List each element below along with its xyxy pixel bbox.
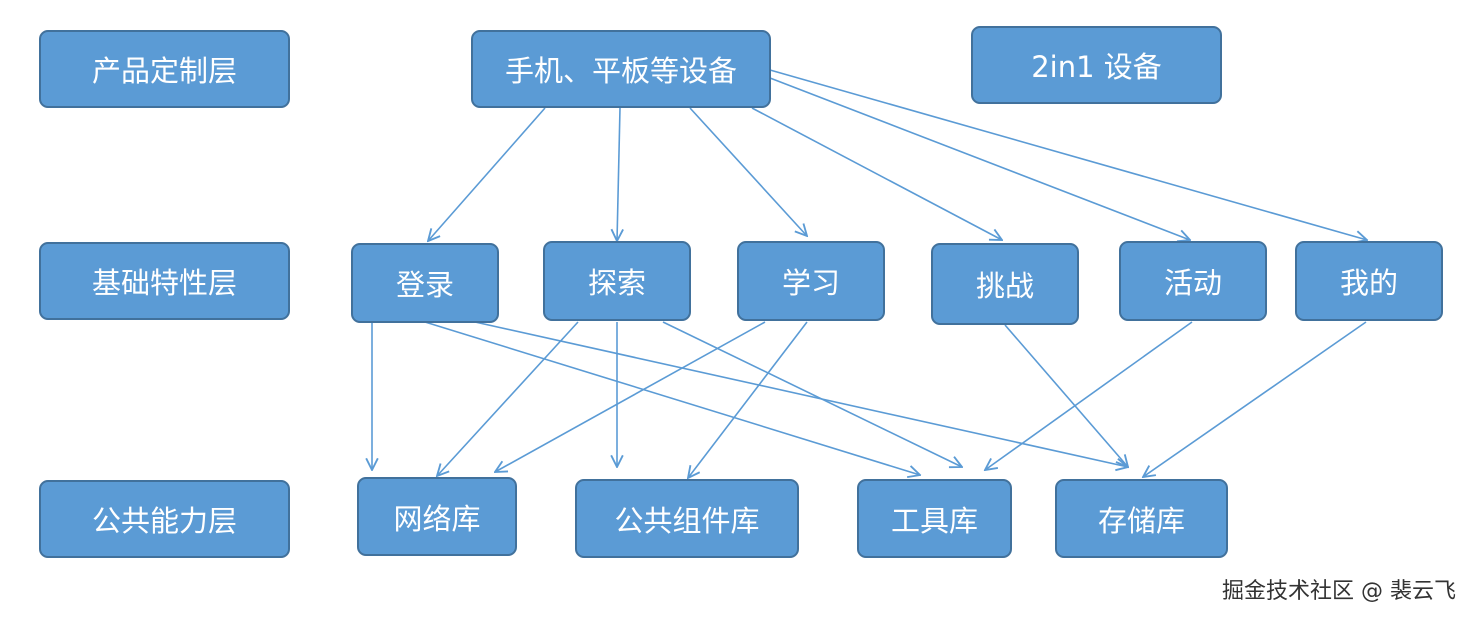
arrow-mine-to-storage — [1143, 321, 1367, 477]
capability-network-box: 网络库 — [357, 477, 517, 556]
feature-login-box: 登录 — [351, 243, 499, 323]
arrow-explore-to-network — [437, 321, 579, 476]
watermark-text: 掘金技术社区 @ 裴云飞 — [1222, 579, 1456, 604]
device-2in1-box: 2in1 设备 — [971, 26, 1222, 104]
arrow-phone-to-mine — [769, 69, 1367, 240]
arrow-login-to-tools — [424, 321, 920, 475]
capability-component-box: 公共组件库 — [575, 479, 799, 558]
arrow-phone-to-challenge — [751, 107, 1002, 240]
feature-explore-box: 探索 — [543, 241, 691, 321]
feature-mine-box: 我的 — [1295, 241, 1443, 321]
arrow-phone-to-explore — [617, 107, 620, 241]
capability-tools-box: 工具库 — [857, 479, 1012, 558]
feature-activity-box: 活动 — [1119, 241, 1267, 321]
arrow-explore-to-tools — [662, 321, 962, 467]
feature-challenge-box: 挑战 — [931, 243, 1079, 325]
arrow-login-to-storage — [474, 321, 1128, 467]
arrow-study-to-network — [495, 321, 766, 472]
capability-storage-box: 存储库 — [1055, 479, 1228, 558]
layer-basic-label: 基础特性层 — [39, 242, 290, 320]
device-phone-box: 手机、平板等设备 — [471, 30, 771, 108]
arrow-phone-to-activity — [769, 77, 1190, 240]
arrow-activity-to-tools — [985, 321, 1193, 470]
layer-common-label: 公共能力层 — [39, 480, 290, 558]
arrow-phone-to-study — [689, 107, 807, 236]
arrow-study-to-component — [688, 321, 808, 478]
arrow-challenge-to-storage — [1004, 324, 1128, 467]
layer-product-label: 产品定制层 — [39, 30, 290, 108]
arrow-phone-to-login — [428, 107, 546, 241]
feature-study-box: 学习 — [737, 241, 885, 321]
